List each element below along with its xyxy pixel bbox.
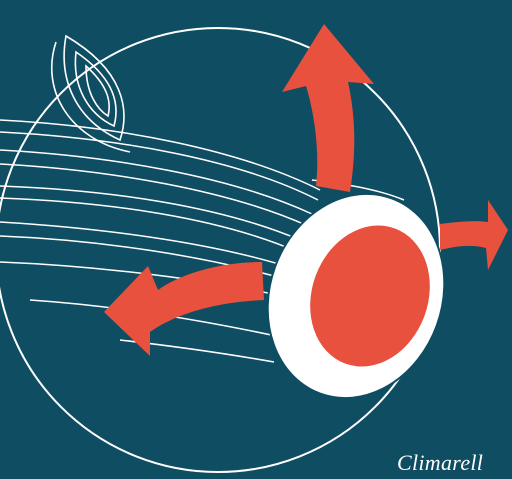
brand-wordmark: Climarell [397,450,483,476]
arrow-up-icon [282,24,374,192]
arrow-left-icon [104,262,264,356]
leaf-shape [52,36,130,152]
vent-diffuser-icon [240,169,473,423]
arrow-right-icon [440,200,508,270]
